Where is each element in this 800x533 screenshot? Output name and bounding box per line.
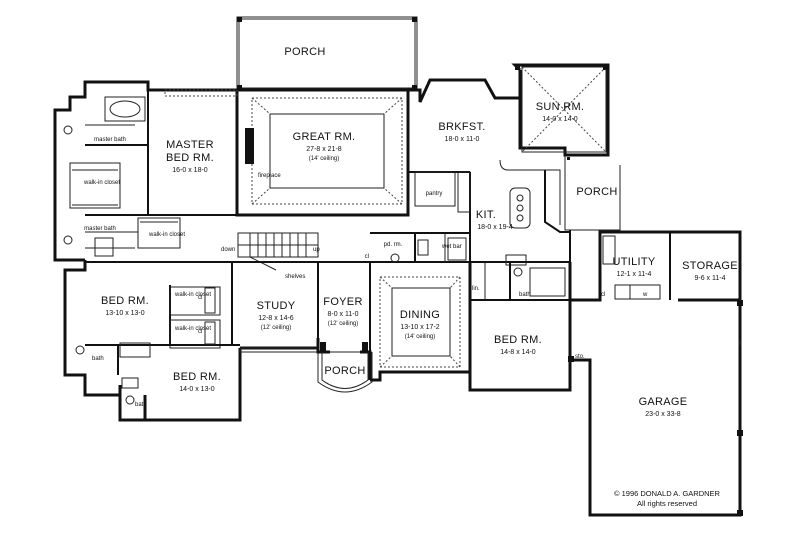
dims-garage: 23-0 x 33-8	[645, 411, 681, 418]
kitchen-breakfast	[408, 70, 570, 266]
note-foyer: (12' ceiling)	[328, 321, 359, 327]
label-brkfst: BRKFST.	[438, 121, 485, 133]
right-bedroom	[468, 262, 572, 392]
label-up: up	[313, 247, 320, 253]
rear-porch	[236, 16, 418, 91]
label-lin: lin.	[472, 286, 480, 292]
label-great-rm: GREAT RM.	[293, 131, 356, 143]
tub-left-icon	[119, 342, 151, 358]
label-walkin-3: walk-in closet	[174, 292, 211, 298]
label-master-bath-top: master bath	[94, 137, 126, 143]
dims-kit: 18-0 x 19-4	[477, 224, 513, 231]
garage	[568, 300, 743, 517]
label-utility: UTILITY	[612, 256, 655, 268]
label-cl-a: cl	[198, 295, 202, 301]
dims-great-rm: 27-8 x 21-8	[306, 146, 342, 153]
dims-bed-left: 13-10 x 13-0	[105, 310, 144, 317]
label-storage: STORAGE	[682, 260, 738, 272]
label-wet-bar: wet bar	[441, 244, 462, 250]
left-bedroom-wing	[63, 260, 242, 422]
dims-storage: 9-6 x 11-4	[695, 275, 726, 282]
label-bed-left: BED RM.	[101, 295, 149, 307]
label-walkin-2: walk-in closet	[148, 232, 185, 238]
label-cl-b: cl	[198, 329, 202, 335]
label-kit: KIT.	[476, 209, 496, 221]
stairs	[232, 232, 370, 271]
label-sun-rm: SUN RM.	[536, 101, 585, 113]
note-study: (12' ceiling)	[261, 325, 292, 331]
copyright-line-1: © 1996 DONALD A. GARDNER	[614, 489, 721, 498]
label-pantry: pantry	[426, 191, 443, 197]
small-labels: master bath walk-in closet master bath w…	[83, 137, 648, 408]
label-foyer: FOYER	[323, 296, 362, 308]
great-room	[235, 88, 410, 217]
label-cl-utility: cl	[601, 292, 605, 298]
note-dining: (14' ceiling)	[405, 334, 436, 340]
label-dining: DINING	[400, 309, 440, 321]
label-bed-bottom: BED RM.	[173, 371, 221, 383]
label-bath-left: bath	[92, 356, 104, 362]
label-master-bath-bottom: master bath	[84, 226, 116, 232]
dims-dining: 13-10 x 17-2	[400, 324, 439, 331]
master-suite	[53, 80, 238, 262]
label-down: down	[221, 247, 235, 253]
dims-study: 12-8 x 14-6	[258, 315, 294, 322]
label-shelves: shelves	[285, 274, 305, 280]
side-porch	[564, 155, 621, 262]
copyright-line-2: All rights reserved	[637, 499, 697, 508]
label-study: STUDY	[257, 300, 296, 312]
label-bed-right: BED RM.	[494, 334, 542, 346]
sun-room	[511, 63, 610, 157]
dining-room	[370, 261, 472, 382]
foyer-area	[316, 262, 373, 393]
dims-master: 16-0 x 18-0	[172, 167, 208, 174]
bathtub-icon	[104, 96, 146, 122]
label-rear-porch: PORCH	[284, 46, 325, 58]
label-sto: sto.	[575, 354, 585, 360]
label-bath-bottom: bath	[135, 402, 147, 408]
dims-utility: 12-1 x 11-4	[617, 271, 652, 278]
note-great-rm: (14' ceiling)	[309, 156, 340, 162]
label-w: w	[642, 292, 648, 298]
label-fireplace: fireplace	[258, 173, 281, 179]
kitchen-island-icon	[509, 187, 531, 229]
service-core	[370, 232, 470, 263]
dims-bed-bottom: 14-0 x 13-0	[179, 386, 215, 393]
dims-bed-right: 14-8 x 14-0	[500, 349, 536, 356]
dims-sun-rm: 14-0 x 14-0	[542, 116, 578, 123]
label-front-porch: PORCH	[324, 365, 365, 377]
copyright: © 1996 DONALD A. GARDNER All rights rese…	[614, 489, 721, 508]
label-walkin-4: walk-in closet	[174, 326, 211, 332]
label-bath-right: bath	[519, 292, 531, 298]
label-garage: GARAGE	[639, 396, 688, 408]
label-walkin-1: walk-in closet	[83, 180, 120, 186]
fireplace-icon	[245, 128, 254, 164]
label-pd-rm: pd. rm.	[384, 242, 403, 248]
label-side-porch: PORCH	[576, 186, 617, 198]
label-master-1: MASTER	[166, 139, 214, 151]
label-cl-hall: cl	[365, 254, 369, 260]
room-labels: PORCH GREAT RM. 27-8 x 21-8 (14' ceiling…	[101, 46, 738, 418]
dims-brkfst: 18-0 x 11-0	[445, 136, 480, 143]
dims-foyer: 8-0 x 11-0	[328, 311, 359, 318]
label-master-2: BED RM.	[166, 152, 214, 164]
